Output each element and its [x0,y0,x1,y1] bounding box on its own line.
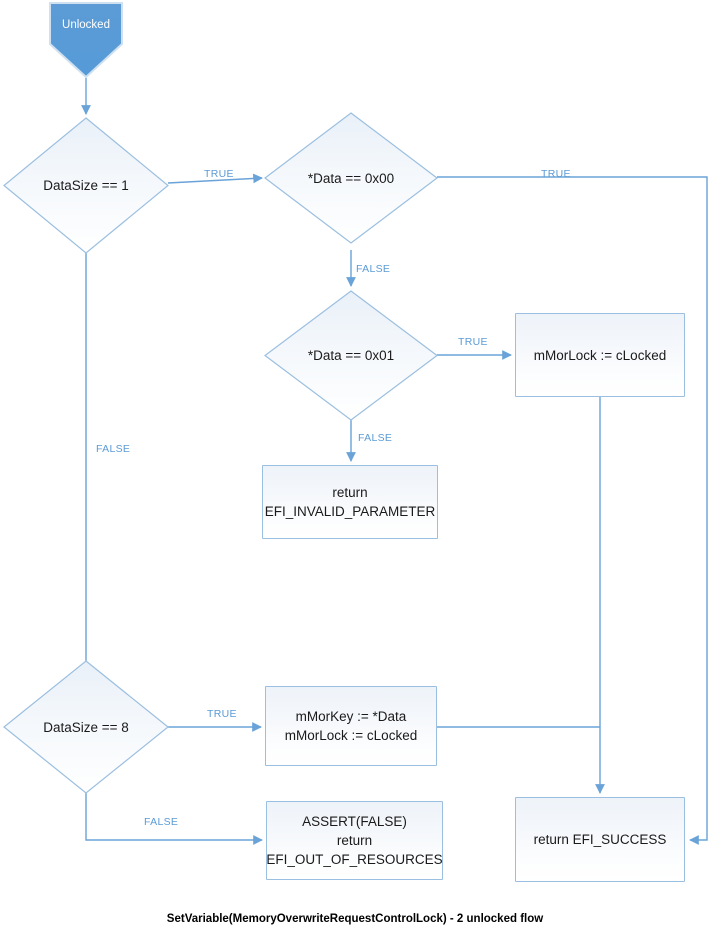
diamond-shape [264,112,438,244]
decision-datasize-eq-1-label: DataSize == 1 [43,178,129,193]
return-efi-success-label: return EFI_SUCCESS [533,832,667,847]
decision-datasize-eq-1[interactable]: DataSize == 1 [3,117,169,254]
edge-label-datasize8-true: TRUE [207,708,237,720]
process-mmorkey-assign[interactable]: mMorKey := *Data mMorLock := cLocked [265,686,437,766]
edge-label-datasize8-false: FALSE [144,816,179,828]
edge-label-data01-false: FALSE [358,432,393,444]
edge-label-data00-false: FALSE [356,263,391,275]
edge-data00-true [437,176,708,845]
start-node-unlocked[interactable]: Unlocked [49,2,123,79]
edge-label-data00-true: TRUE [541,168,571,180]
process-mmorkey-assign-label: mMorKey := *Data mMorLock := cLocked [284,709,418,743]
decision-data-eq-0x01-label: *Data == 0x01 [307,348,395,363]
edge-label-datasize1-false: FALSE [96,443,131,455]
diamond-shape [3,660,169,794]
return-efi-invalid-parameter-label: return EFI_INVALID_PARAMETER [264,485,436,519]
start-node-label: Unlocked [62,19,110,31]
edge-label-datasize1-true: TRUE [204,168,234,180]
decision-data-eq-0x00[interactable]: *Data == 0x00 [264,112,438,244]
return-efi-invalid-parameter[interactable]: return EFI_INVALID_PARAMETER [262,465,438,539]
decision-data-eq-0x00-label: *Data == 0x00 [307,170,395,186]
diamond-shape [3,117,169,254]
edge-label-data01-true: TRUE [458,336,488,348]
decision-datasize-eq-8-label: DataSize == 8 [43,719,129,735]
diamond-shape [264,290,438,421]
return-efi-out-of-resources[interactable]: ASSERT(FALSE) return EFI_OUT_OF_RESOURCE… [266,801,443,880]
decision-datasize-eq-8[interactable]: DataSize == 8 [3,660,169,794]
return-efi-out-of-resources-label: ASSERT(FALSE) return EFI_OUT_OF_RESOURCE… [266,814,443,867]
process-mmorlock-clocked-label: mMorLock := cLocked [533,347,667,363]
process-mmorlock-clocked[interactable]: mMorLock := cLocked [515,313,685,397]
pentagon-down-icon [49,2,123,79]
return-efi-success[interactable]: return EFI_SUCCESS [515,797,685,882]
decision-data-eq-0x01[interactable]: *Data == 0x01 [264,290,438,421]
diagram-caption: SetVariable(MemoryOverwriteRequestContro… [166,913,544,925]
